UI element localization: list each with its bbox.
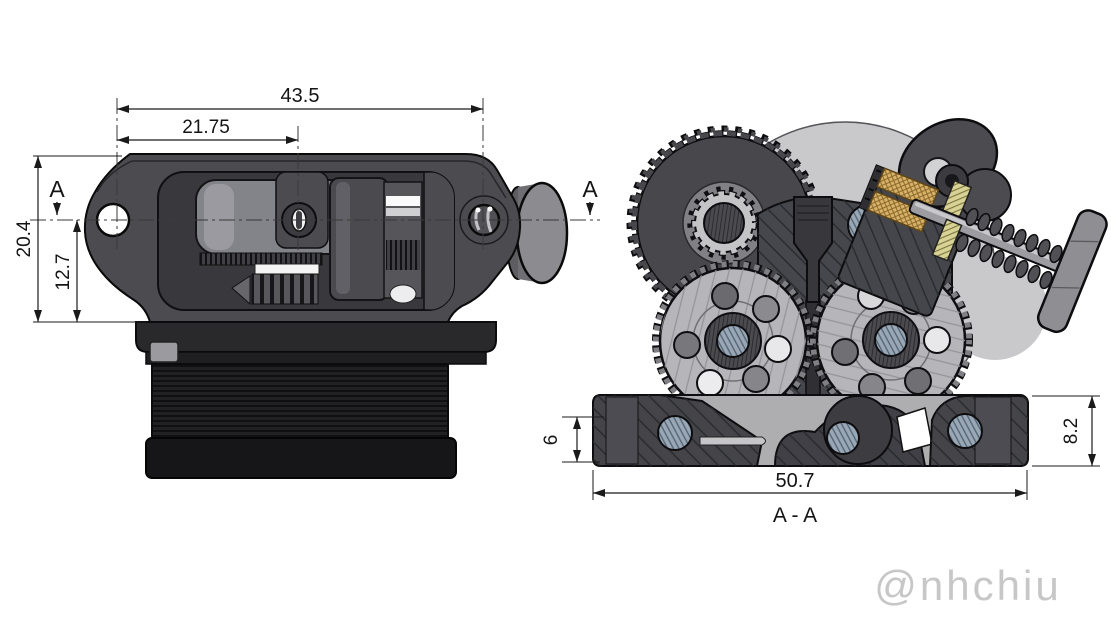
dim-front-lower-height-label: 12.7: [53, 254, 74, 291]
screw-boss-ring: [459, 195, 509, 245]
guide-ridges: [797, 205, 829, 221]
motor-ribs: [151, 363, 449, 439]
screw-glint-1: [475, 207, 481, 213]
base-plate: [592, 394, 1029, 467]
wedge: [231, 275, 251, 306]
drive-gear-left: [652, 260, 814, 422]
dim-front-height: 20.4: [14, 155, 146, 323]
dim-front-center-label: 21.75: [182, 117, 230, 138]
gear-drum-highlight: [204, 184, 234, 250]
gear-teeth-strip: [251, 273, 319, 305]
body-chamfer-line: [96, 160, 507, 199]
backplate-right: [943, 256, 1047, 360]
spring: [955, 207, 1075, 295]
brass-band-bottom: [866, 190, 931, 233]
dim-front-center: 21.75: [117, 117, 298, 144]
motor-pinion: [687, 186, 761, 260]
svg-text:A: A: [582, 176, 598, 202]
base-left-band: [605, 396, 639, 465]
drive-gear-right-shaft: [874, 323, 908, 357]
watermark: @nhchiu: [874, 562, 1061, 609]
svg-text:A: A: [49, 176, 65, 202]
thumb-lever: [1036, 209, 1108, 334]
base-pin-right: [947, 413, 983, 449]
window-right-wall: [423, 172, 454, 310]
knob-face: [515, 181, 569, 285]
base-pin-left: [657, 415, 693, 451]
dim-front-width: 43.5: [117, 85, 483, 113]
knurl-band: [199, 252, 323, 266]
front-motor: [135, 321, 497, 479]
dim-front-width-label: 43.5: [281, 85, 320, 107]
dim-base-height: 8.2: [1032, 395, 1100, 467]
front-view: 43.5 21.75 20.4 12.7 A A: [14, 85, 600, 479]
white-strip: [254, 263, 320, 275]
thumbnut: [858, 164, 940, 233]
screw-glint-2: [487, 206, 493, 212]
section-title: A - A: [773, 504, 817, 527]
drive-gear-left-shaft: [716, 324, 750, 358]
shaft-highlight: [336, 182, 350, 294]
section-view: 6 50.7 8.2 A - A: [541, 118, 1108, 527]
shaft-bottom-highlight: [389, 284, 417, 304]
bearing-band-2: [386, 208, 420, 216]
bearing-knurl: [386, 240, 420, 270]
dim-front-height-label: 20.4: [14, 220, 35, 257]
section-marker-right: A: [582, 176, 598, 215]
bearing-band-1: [386, 196, 420, 206]
dim-base-width-label: 50.7: [776, 470, 815, 492]
centerlines: [30, 98, 600, 252]
motor-cap: [145, 437, 457, 479]
dim-base-step-label: 6: [541, 435, 562, 446]
dim-base-step: 6: [541, 416, 604, 463]
motor-flange: [135, 321, 497, 353]
base-pin-center: [826, 421, 860, 455]
base-slot: [699, 436, 766, 446]
section-marker-left: A: [49, 176, 65, 215]
base-notch: [896, 407, 933, 453]
brass-band-top: [876, 167, 940, 210]
motor-step: [145, 351, 487, 365]
motor-tab: [149, 341, 179, 363]
dim-front-lower-height: 12.7: [53, 220, 81, 322]
dim-base-width: 50.7: [592, 470, 1028, 500]
tensioner: [837, 118, 1108, 334]
dim-base-height-label: 8.2: [1061, 418, 1082, 444]
pinion-hub: [703, 202, 745, 244]
khaki-insert-2: [931, 218, 963, 262]
